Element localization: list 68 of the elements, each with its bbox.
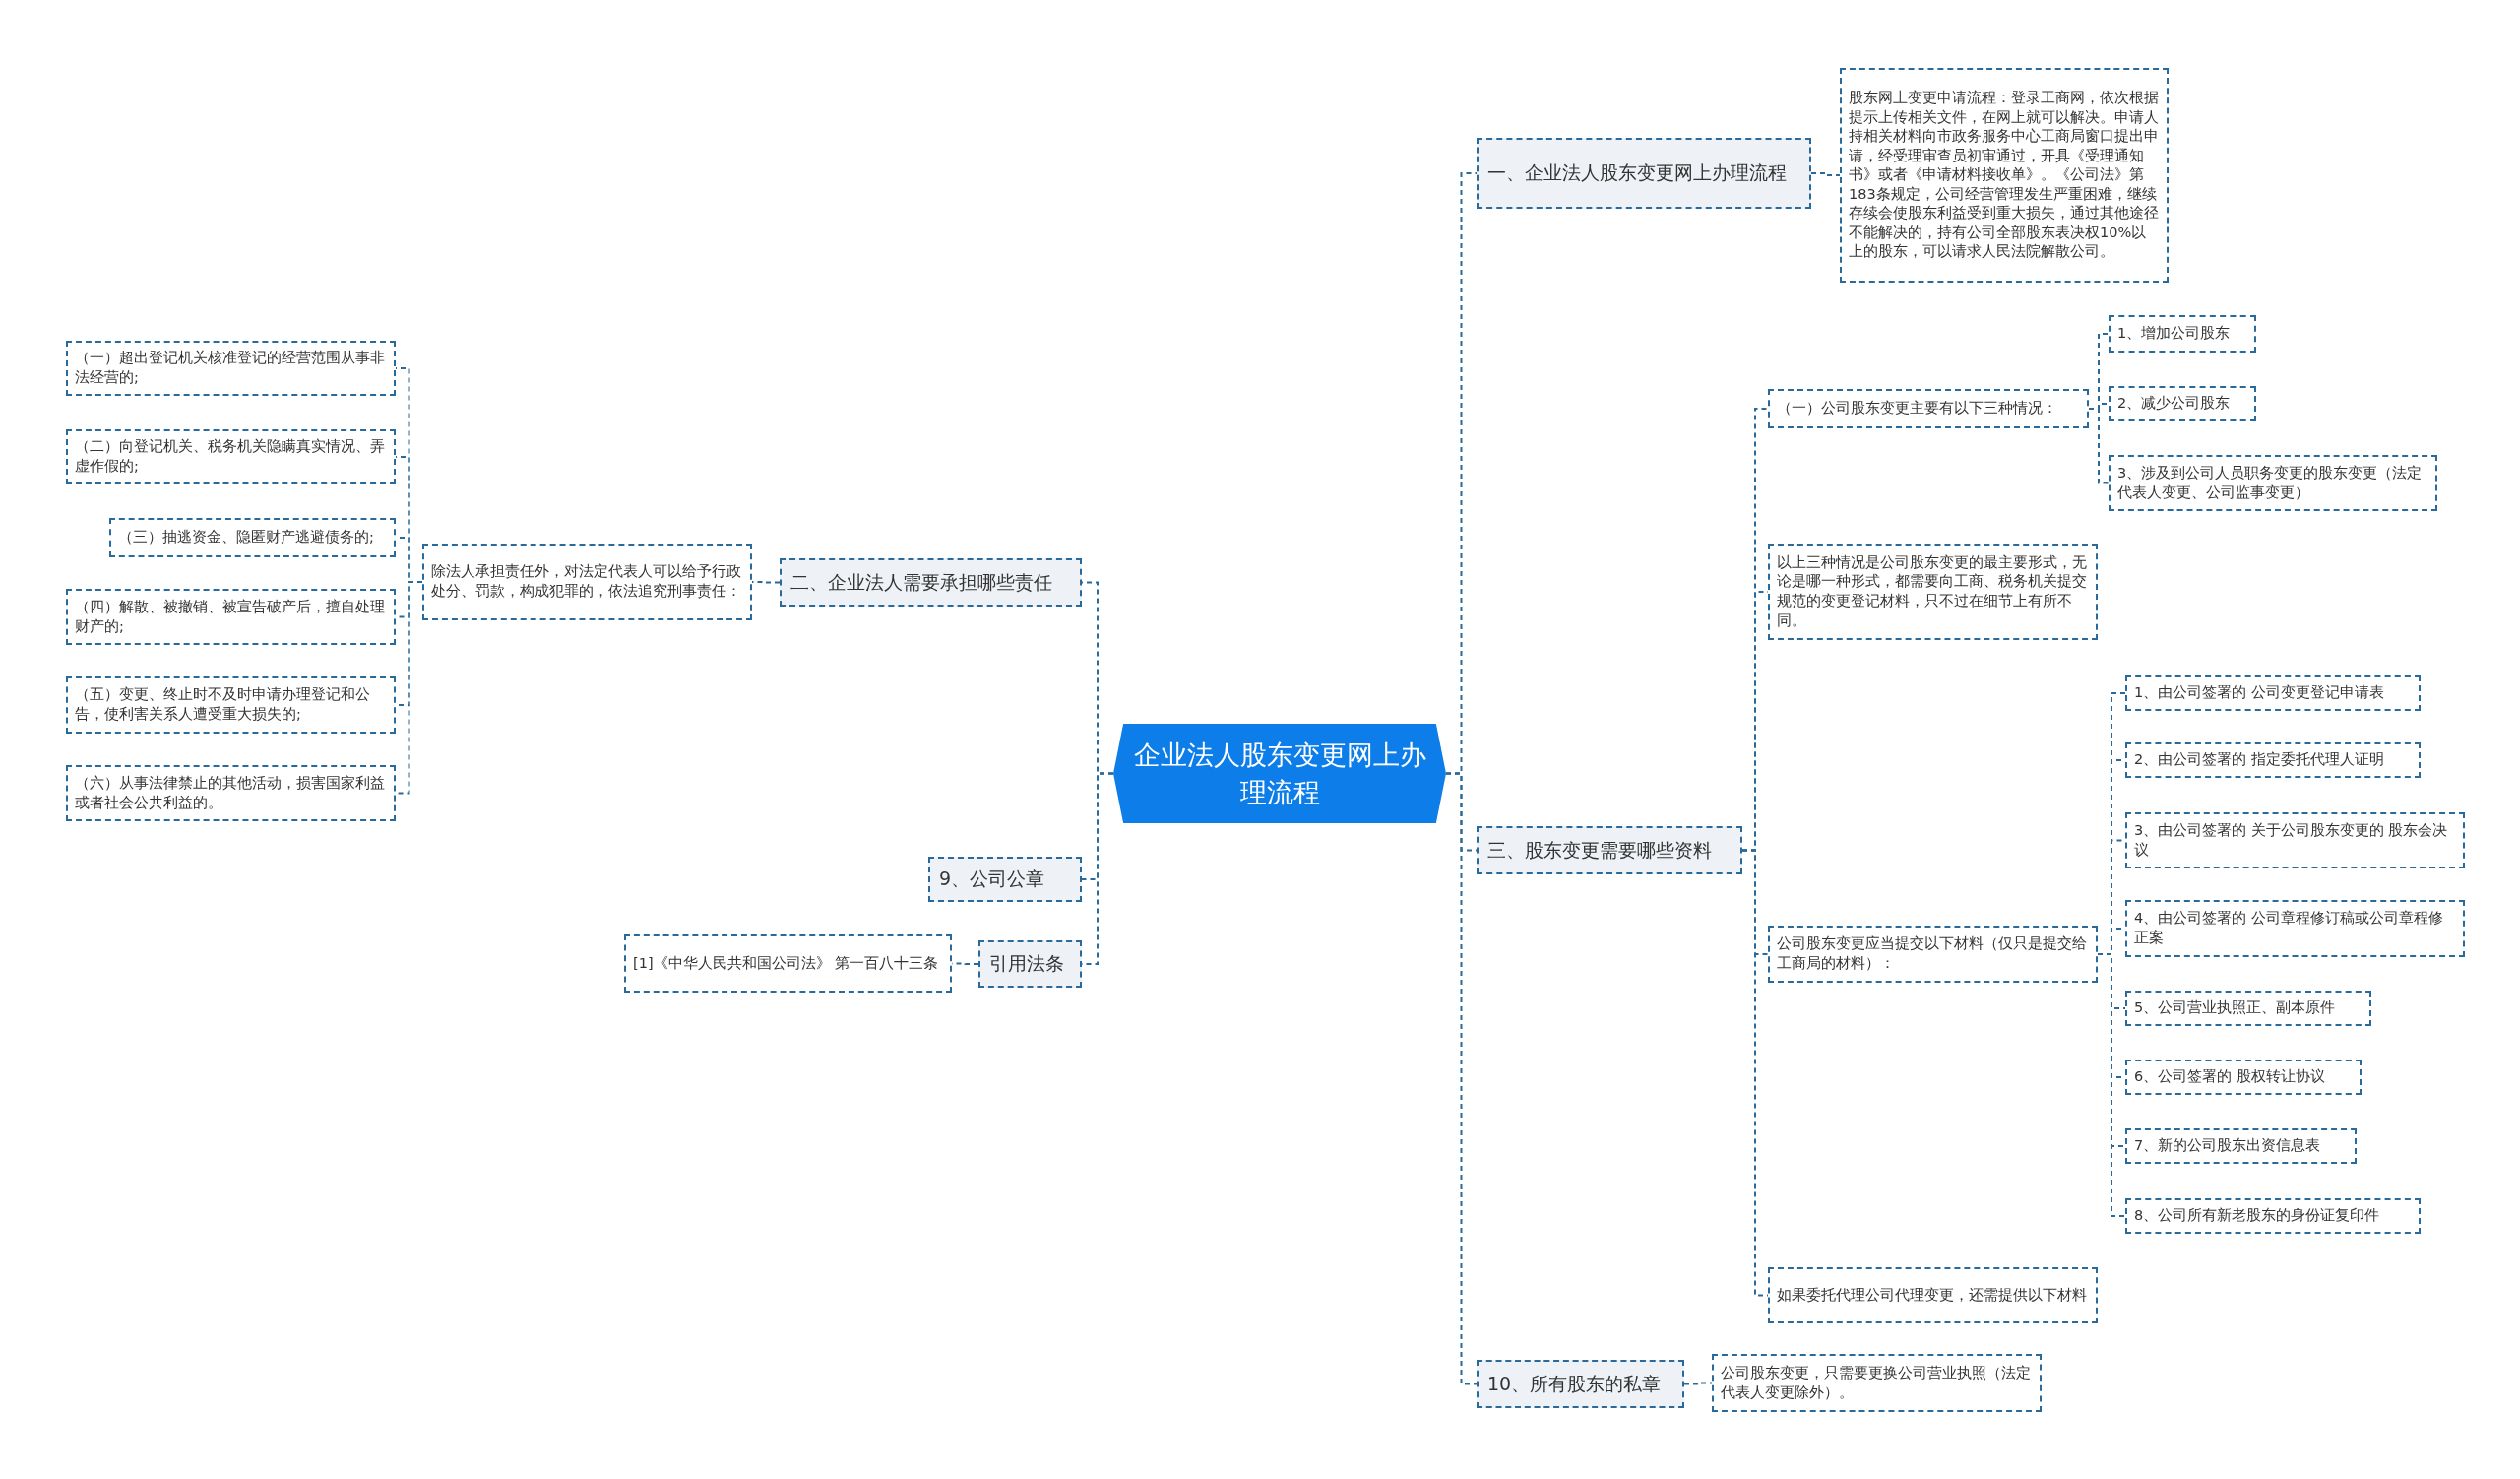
topic-text: （四）解散、被撤销、被宣告破产后，擅自处理财产的; [75,597,386,636]
branch-topic-box [1477,826,1742,874]
central-topic-text: 企业法人股东变更网上办理流程 [1132,738,1427,809]
subtopic-box [2125,1128,2357,1164]
subtopic-box [2125,1060,2362,1095]
topic-text: 1、增加公司股东 [2117,324,2231,344]
topic-text: （一）公司股东变更主要有以下三种情况： [1777,399,2057,418]
topic-text: 二、企业法人需要承担哪些责任 [790,569,1052,595]
branch-topic-box [928,857,1082,902]
topic-text: 10、所有股东的私章 [1487,1371,1662,1396]
subtopic-box [1768,926,2098,983]
subtopic-box [66,676,396,734]
subtopic-box [66,341,396,396]
subtopic-box [2109,455,2437,511]
topic-text: （六）从事法律禁止的其他活动，损害国家利益或者社会公共利益的。 [75,773,386,812]
subtopic-box [66,429,396,484]
subtopic-box [2125,1198,2421,1234]
topic-text: 3、由公司签署的 关于公司股东变更的 股东会决议 [2134,820,2449,860]
subtopic-box [1768,544,2098,640]
topic-text: 6、公司签署的 股权转让协议 [2134,1067,2325,1087]
subtopic-box [422,544,752,620]
subtopic-box [2125,812,2465,868]
topic-text: 5、公司营业执照正、副本原件 [2134,998,2336,1018]
topic-text: （五）变更、终止时不及时申请办理登记和公告，使利害关系人遭受重大损失的; [75,685,371,724]
connector-line [2088,408,2110,484]
topic-text: 8、公司所有新老股东的身份证复印件 [2134,1206,2380,1226]
branch-topic-box [1477,138,1811,209]
topic-text: 9、公司公章 [939,867,1045,892]
connector-line [1683,1382,1713,1385]
subtopic-box [2125,675,2421,711]
topic-text: 7、新的公司股东出资信息表 [2134,1136,2321,1156]
connector-line [2097,953,2126,1217]
connector-line [1445,772,1478,1385]
branch-topic-box [1477,1360,1684,1408]
topic-text: 引用法条 [989,951,1064,977]
connector-line [1810,172,1841,176]
topic-text: 公司股东变更应当提交以下材料（仅只是提交给工商局的材料）： [1777,934,2088,973]
topic-text: （三）抽逃资金、隐匿财产逃避债务的; [118,528,374,547]
topic-text: 3、涉及到公司人员职务变更的股东变更（法定代表人变更、公司监事变更） [2117,463,2424,502]
subtopic-box [1840,68,2169,283]
topic-text: [1]《中华人民共和国公司法》 第一百八十三条 [633,953,939,973]
subtopic-box [2109,386,2256,421]
subtopic-box [1768,389,2089,428]
topic-text: 2、减少公司股东 [2117,394,2231,414]
branch-topic-box [978,940,1082,988]
topic-text: 股东网上变更申请流程：登录工商网，依次根据提示上传相关文件，在网上就可以解决。申请人持相关材料向市政务服务中心工商局窗口提出申请，经受理审查员初审通过，开具《受理通知书》或者《申请材料接收单》。《公司法》第183条规定，公司经营管理发生严重困难，继续存续会使股东利益受到重大损失，通过其他途径不能解决的，持有公司全部股东表决权10%以上的股东，可以请求人民法院解散公司。 [1849,88,2160,262]
subtopic-box [1712,1354,2042,1412]
topic-text: （一）超出登记机关核准登记的经营范围从事非法经营的; [75,349,386,387]
topic-text: 如果委托代理公司代理变更，还需提供以下材料 [1777,1285,2087,1305]
topic-text: 4、由公司签署的 公司章程修订稿或公司章程修正案 [2134,909,2444,947]
subtopic-box [1768,1267,2098,1323]
subtopic-box [2125,900,2465,957]
subtopic-box [2125,991,2371,1026]
topic-text: 以上三种情况是公司股东变更的最主要形式，无论是哪一种形式，都需要向工商、税务机关提交规范的变更登记材料，只不过在细节上有所不同。 [1777,552,2088,630]
subtopic-box [2109,315,2256,353]
topic-text: 除法人承担责任外，对法定代表人可以给予行政处分、罚款，构成犯罪的，依法追究刑事责任： [431,562,742,601]
subtopic-box [624,934,952,993]
subtopic-box [66,589,396,645]
subtopic-box [66,765,396,821]
topic-text: 公司股东变更，只需要更换公司营业执照（法定代表人变更除外）。 [1721,1363,2032,1402]
subtopic-box [109,518,396,557]
topic-text: 1、由公司签署的 公司变更登记申请表 [2134,683,2384,703]
branch-topic-box [780,558,1082,607]
topic-text: 三、股东变更需要哪些资料 [1487,837,1712,863]
subtopic-box [2125,742,2421,778]
topic-text: （二）向登记机关、税务机关隐瞒真实情况、弄虚作假的; [75,437,386,476]
topic-text: 2、由公司签署的 指定委托代理人证明 [2134,750,2384,770]
topic-text: 一、企业法人股东变更网上办理流程 [1487,161,1787,186]
